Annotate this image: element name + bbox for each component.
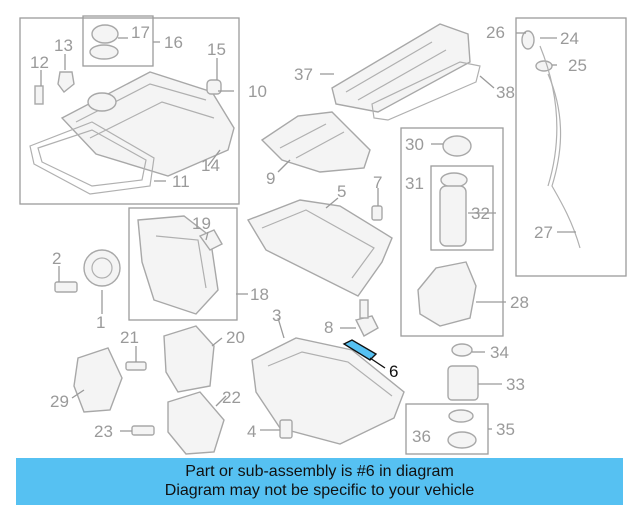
- crankshaft-pulley: [83, 249, 121, 287]
- seal-washer: [447, 431, 477, 449]
- callout-4: 4: [247, 422, 256, 441]
- callout-35: 35: [496, 420, 515, 439]
- filter-element-box: [430, 165, 494, 251]
- callout-26: 26: [486, 23, 505, 42]
- banner-line-2: Diagram may not be specific to your vehi…: [164, 482, 475, 499]
- callout-29: 29: [50, 392, 69, 411]
- callout-16: 16: [164, 33, 183, 52]
- callout-8: 8: [324, 318, 333, 337]
- filter-seal-ring: [440, 172, 468, 188]
- callout-10: 10: [248, 82, 267, 101]
- highlighted-part-6: [342, 339, 378, 361]
- callout-1: 1: [96, 313, 105, 332]
- callout-34: 34: [490, 343, 509, 362]
- callout-17: 17: [131, 23, 150, 42]
- callout-18: 18: [250, 285, 269, 304]
- callout-2: 2: [52, 249, 61, 268]
- callout-20: 20: [226, 328, 245, 347]
- callout-7: 7: [373, 173, 382, 192]
- seal-ring: [448, 409, 474, 423]
- callout-11: 11: [172, 172, 190, 191]
- callout-22: 22: [222, 388, 241, 407]
- callout-25: 25: [568, 56, 587, 75]
- oil-cooler: [447, 365, 479, 401]
- leader-lines: [40, 32, 576, 432]
- valve-cover-nut: [57, 71, 75, 93]
- oil-pump-29: [73, 347, 123, 413]
- cover-20: [163, 325, 215, 393]
- cooler-seal: [451, 343, 473, 357]
- callout-36: 36: [412, 427, 431, 446]
- callout-23: 23: [94, 422, 113, 441]
- oil-filter-element: [439, 185, 467, 247]
- intake-manifold: [331, 23, 471, 113]
- info-banner: Part or sub-assembly is #6 in diagram Di…: [16, 458, 623, 505]
- callout-14: 14: [201, 156, 220, 175]
- valve-cover-group-box: [19, 17, 240, 205]
- callout-38: 38: [496, 83, 515, 102]
- dipstick-handle: [521, 30, 535, 50]
- backing-plate-22: [167, 391, 225, 455]
- timing-cover-group-box: [128, 207, 238, 321]
- oil-filter-housing: [417, 261, 477, 327]
- lower-oil-pan: [251, 337, 405, 445]
- callout-32: 32: [471, 204, 490, 223]
- callout-27: 27: [534, 223, 553, 242]
- callout-37: 37: [294, 65, 313, 84]
- oil-cap-group-box: [82, 15, 154, 67]
- callout-30: 30: [405, 135, 424, 154]
- bolt-23: [131, 425, 155, 436]
- upper-oil-pan: [246, 199, 393, 297]
- callout-24: 24: [560, 29, 579, 48]
- callout-33: 33: [506, 375, 525, 394]
- pulley-bolt: [54, 281, 78, 293]
- oil-filter-cap: [442, 135, 472, 157]
- callout-9: 9: [266, 169, 275, 188]
- banner-line-1: Part or sub-assembly is #6 in diagram: [185, 463, 454, 480]
- valve-cover-gasket: [29, 121, 155, 195]
- callout-5: 5: [337, 182, 346, 201]
- bolt-21: [125, 361, 147, 371]
- dipstick-seal: [535, 60, 553, 72]
- oil-cap-seal: [89, 44, 119, 60]
- callout-numbers: 1 2 3 4 5 6 7 8 9 10 11 12 13 14 15 16 1…: [30, 23, 587, 446]
- oil-filter-group-box: [400, 127, 504, 337]
- dipstick-tube: [547, 73, 581, 249]
- drain-plug: [279, 419, 293, 439]
- oil-filler-cap: [91, 24, 119, 44]
- pan-bolt: [371, 205, 383, 221]
- intake-manifold-gasket: [371, 61, 481, 121]
- callout-28: 28: [510, 293, 529, 312]
- dipstick-group-box: [515, 17, 627, 277]
- callout-13: 13: [54, 36, 73, 55]
- parts-diagram: 1 2 3 4 5 6 7 8 9 10 11 12 13 14 15 16 1…: [19, 15, 627, 455]
- callout-19: 19: [192, 214, 211, 233]
- callout-21: 21: [120, 328, 139, 347]
- callout-6: 6: [389, 362, 398, 381]
- oil-baffle: [260, 111, 371, 173]
- grommet: [206, 79, 222, 95]
- oil-level-sensor: [354, 315, 379, 337]
- callout-15: 15: [207, 40, 226, 59]
- callout-31: 31: [405, 174, 424, 193]
- bracket-19: [198, 229, 223, 251]
- callout-3: 3: [272, 306, 281, 325]
- callout-12: 12: [30, 53, 49, 72]
- valve-cover-bolt: [34, 85, 44, 105]
